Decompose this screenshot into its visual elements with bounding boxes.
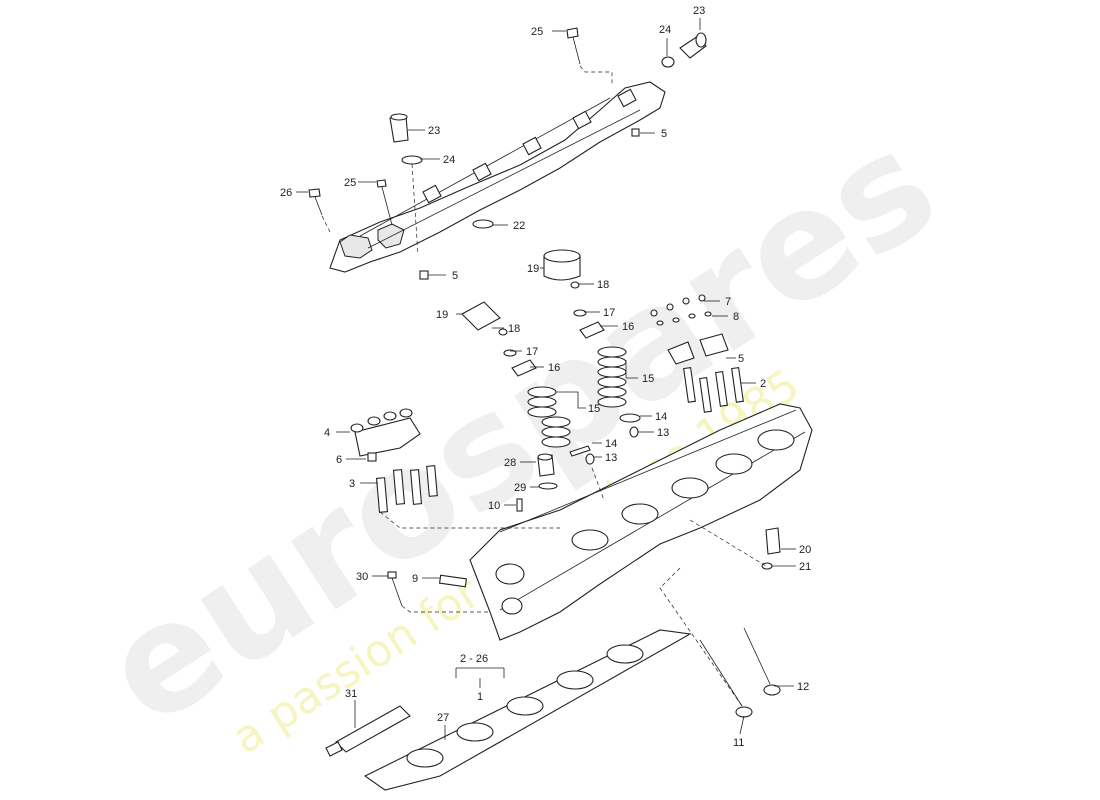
callout-5: 5 <box>452 270 458 282</box>
callout-2: 2 <box>760 378 766 390</box>
callout-17: 17 <box>603 307 615 319</box>
watermark: eurospares a passion for parts since 198… <box>75 98 965 765</box>
callout-24: 24 <box>443 154 455 166</box>
callout-range-2-26: 2 - 26 <box>460 653 488 665</box>
callout-25: 25 <box>531 26 543 38</box>
callout-8: 8 <box>733 311 739 323</box>
callout-24: 24 <box>659 24 671 36</box>
callout-16: 16 <box>622 321 634 333</box>
assembly-guides <box>379 467 767 613</box>
watermark-brand: eurospares <box>75 98 965 760</box>
callout-27: 27 <box>437 712 449 724</box>
callout-3: 3 <box>349 478 355 490</box>
callout-7: 7 <box>725 296 731 308</box>
callout-26: 26 <box>280 187 292 199</box>
callout-25: 25 <box>344 177 356 189</box>
sealant-tube <box>325 705 411 757</box>
callout-18: 18 <box>508 323 520 335</box>
valve-spring-upper <box>597 346 627 408</box>
callout-15: 15 <box>588 403 600 415</box>
callout-28: 28 <box>504 457 516 469</box>
callout-6: 6 <box>336 454 342 466</box>
callout-19: 19 <box>436 309 448 321</box>
callout-leaders <box>296 18 796 740</box>
callout-23: 23 <box>693 5 705 17</box>
callout-14: 14 <box>605 438 617 450</box>
callout-12: 12 <box>797 681 809 693</box>
callout-11: 11 <box>733 737 744 749</box>
top-small-parts <box>308 27 707 280</box>
callout-21: 21 <box>799 561 811 573</box>
callout-16: 16 <box>548 362 560 374</box>
callout-20: 20 <box>799 544 811 556</box>
valve-train <box>350 249 744 513</box>
callout-19: 19 <box>527 263 539 275</box>
callout-labels: 25 24 23 23 5 24 25 26 22 5 19 18 17 16 … <box>280 5 811 749</box>
callout-4: 4 <box>324 427 330 439</box>
callout-9: 9 <box>412 573 418 585</box>
callout-30: 30 <box>356 571 368 583</box>
callout-14: 14 <box>655 411 667 423</box>
valves <box>659 567 781 718</box>
callout-17: 17 <box>526 346 538 358</box>
callout-10: 10 <box>488 500 500 512</box>
callout-18: 18 <box>597 279 609 291</box>
callout-13: 13 <box>605 452 617 464</box>
head-bolts <box>387 571 468 607</box>
callout-1: 1 <box>477 691 483 703</box>
callout-29: 29 <box>514 482 526 494</box>
callout-31: 31 <box>345 688 357 700</box>
callout-5: 5 <box>661 128 667 140</box>
callout-5: 5 <box>738 353 744 365</box>
callout-23: 23 <box>428 125 440 137</box>
valve-spring-lower <box>527 386 571 448</box>
callout-13: 13 <box>657 427 669 439</box>
cylinder-head <box>469 403 813 641</box>
callout-15: 15 <box>642 373 654 385</box>
callout-22: 22 <box>513 220 525 232</box>
camshaft-cover <box>329 81 666 273</box>
head-gasket <box>363 629 692 791</box>
